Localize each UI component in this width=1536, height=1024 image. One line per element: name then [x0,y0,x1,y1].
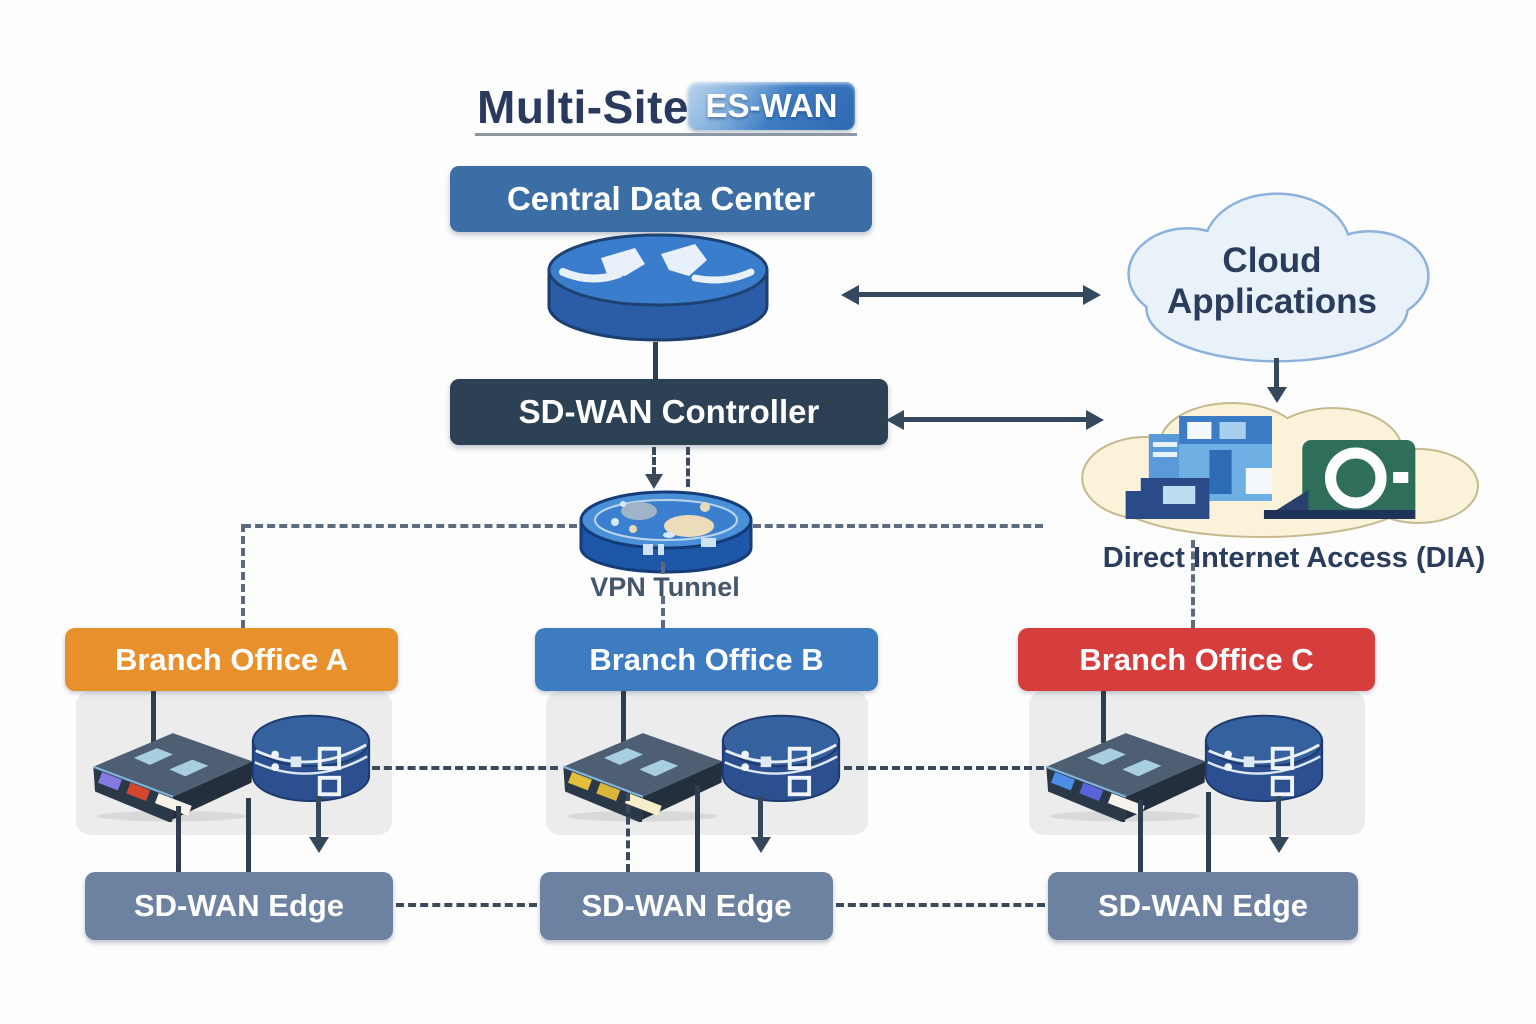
vpn-tunnel-icon [579,490,753,574]
cloud-applications-icon [1127,192,1430,363]
dia-label: Direct Internet Access (DIA) [1102,542,1486,574]
network-appliance-icon-c [1045,733,1206,822]
dia-cloud-icon [1081,402,1479,538]
link-serverA-edge-arrow [316,796,321,838]
page-title: Multi-Site [477,81,689,133]
node-sdwan-controller: SD-WAN Controller [450,379,888,445]
link-applianceA-edge [176,806,181,872]
server-drum-icon-c [1204,714,1324,802]
link-edge1-edge2 [396,903,537,907]
branch-header-a: Branch Office A [65,628,398,691]
printer-icon [1125,478,1210,519]
link-serverC-edge-arrow [1276,796,1281,838]
branch-header-c: Branch Office C [1018,628,1375,691]
link-vpn-branchB [661,596,665,628]
sdwan-edge-box-1: SD-WAN Edge [85,872,393,940]
link-vpn-branchA-horizontal [243,524,577,528]
network-appliance-icon-a [92,733,253,822]
sdwan-edge-box-3: SD-WAN Edge [1048,872,1358,940]
link-controller-dia-arrow [886,409,1104,430]
link-panelB-edge [695,785,700,872]
link-branchA-branchB-devices [372,766,558,770]
link-panelC-edge [1206,792,1211,872]
link-controller-vpn-arrowhead [645,474,663,489]
cloud-applications-label: Cloud Applications [1122,240,1422,323]
link-cloud-dia-arrow [1274,358,1279,388]
link-applianceC-edge [1138,800,1143,872]
cloud-label-line1: Cloud [1222,241,1322,280]
sdwan-badge: ES-WAN [688,82,855,130]
cloud-label-line2: Applications [1166,282,1378,322]
server-drum-icon-a [251,714,371,802]
link-panelA-edge [246,798,251,872]
link-branchB-branchC-devices [844,766,1044,770]
link-dia-branchC-vertical [1191,540,1195,628]
link-vpn-branchB-stub [661,562,665,574]
node-central-data-center: Central Data Center [450,166,872,232]
vpn-tunnel-label: VPN Tunnel [590,572,740,602]
link-controller-vpn-1 [652,447,656,475]
branch-header-b: Branch Office B [535,628,878,691]
link-vpn-branchA-vertical [241,524,245,628]
link-router-cloud-arrow [841,284,1101,305]
sdwan-edge-box-2: SD-WAN Edge [540,872,833,940]
network-appliance-icon-b [562,733,723,822]
link-headerA-appliance [151,691,156,743]
title-underline [475,133,857,136]
link-applianceB-edge-dashed [626,793,630,872]
router-icon [547,233,769,342]
link-headerB-appliance [621,691,626,743]
link-vpn-dia-horizontal [753,524,1043,528]
link-headerC-appliance [1101,691,1106,743]
link-edge2-edge3 [836,903,1045,907]
link-controller-vpn-2 [686,447,690,487]
link-serverB-edge-arrow [758,796,763,838]
server-drum-icon-b [721,714,841,802]
link-router-controller [653,342,658,380]
